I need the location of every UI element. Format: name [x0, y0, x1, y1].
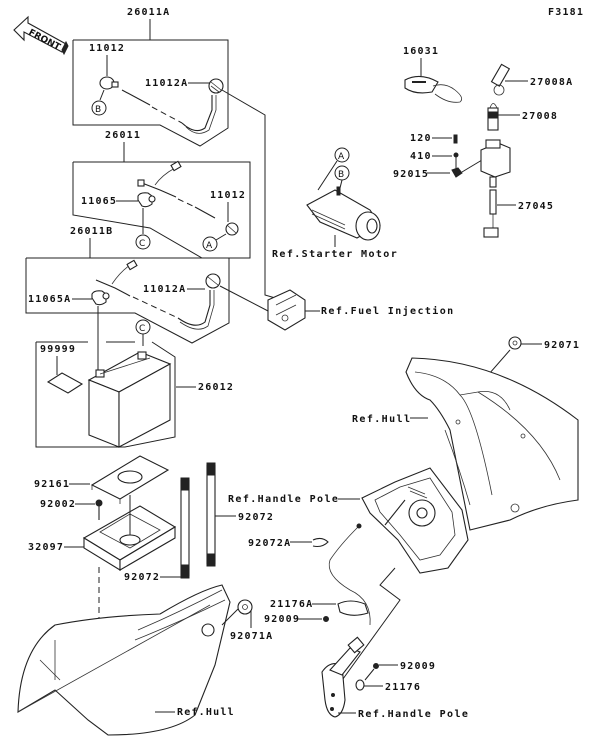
cover-92161	[90, 455, 170, 504]
ref-starter-motor: Ref.Starter Motor	[272, 249, 398, 260]
clip-92072A	[312, 537, 329, 548]
label-26011: 26011	[105, 130, 141, 141]
label-92072A: 92072A	[248, 538, 291, 549]
strap-92072-left	[180, 477, 190, 579]
terminal-cap-11012A-mid	[205, 273, 221, 289]
label-11012A-top: 11012A	[145, 78, 188, 89]
marker-b-top	[91, 100, 107, 116]
label-27008: 27008	[522, 111, 558, 122]
group-box-26011B	[25, 257, 230, 344]
cable-26011A	[121, 89, 217, 134]
svg-text:B: B	[95, 105, 101, 115]
label-410: 410	[410, 151, 432, 162]
marker-a-starter	[334, 147, 350, 163]
group-box-26011A	[72, 39, 229, 147]
label-ref-hull-bottom: Ref.Hull	[177, 707, 235, 718]
battery-26012	[87, 351, 172, 448]
svg-text:C: C	[139, 239, 145, 249]
handle-pole-plate	[361, 467, 469, 574]
ref-hull-right: Ref.Hull	[352, 414, 411, 425]
washer-410	[453, 152, 459, 158]
hull-lower-left	[17, 584, 231, 736]
label-16031: 16031	[403, 46, 439, 57]
label-11012-mid: 11012	[210, 190, 246, 201]
label-11065A: 11065A	[28, 294, 71, 305]
key-27008A	[490, 63, 511, 96]
label-92072-left: 92072	[124, 572, 160, 583]
label-92071: 92071	[544, 340, 580, 351]
terminal-cap-11012-mid	[225, 222, 239, 236]
boot-11065	[137, 192, 156, 208]
ref-handle-pole-top: Ref.Handle Pole	[228, 494, 339, 505]
screw-120	[453, 134, 458, 144]
figure-id: F3181	[548, 7, 584, 18]
label-92161: 92161	[34, 479, 70, 490]
label-32097: 32097	[28, 542, 64, 553]
cable-26011B	[95, 259, 215, 330]
label-99999: 99999	[40, 344, 76, 355]
ignition-switch-27045	[480, 139, 511, 238]
strap-92072-right	[206, 462, 216, 567]
label-21176A: 21176A	[270, 599, 313, 610]
boot-11065A	[91, 290, 110, 306]
terminal-cap-11012-top	[99, 76, 119, 90]
ref-handle-pole-bottom: Ref.Handle Pole	[358, 709, 469, 720]
nut-92015	[451, 167, 463, 178]
label-27045: 27045	[518, 201, 554, 212]
label-26011A: 26011A	[127, 7, 170, 18]
bracket-21176A	[337, 600, 369, 616]
screw-92009-b	[373, 663, 379, 669]
marker-c-mid	[135, 234, 151, 250]
label-92009-a: 92009	[264, 614, 300, 625]
label-92015: 92015	[393, 169, 429, 180]
lanyard-16031	[404, 75, 463, 103]
handle-pole-lower	[321, 636, 365, 718]
label-11012A-mid: 11012A	[143, 284, 186, 295]
label-26011B: 26011B	[70, 226, 113, 237]
cap-92071	[508, 336, 522, 350]
screw-92009-a	[323, 616, 329, 622]
terminal-cap-11012A-top	[208, 78, 224, 94]
label-92072-right: 92072	[238, 512, 274, 523]
label-92002: 92002	[40, 499, 76, 510]
key-27008	[487, 103, 499, 131]
bolt-92002	[95, 499, 103, 520]
label-27008A: 27008A	[530, 77, 573, 88]
svg-text:C: C	[139, 324, 145, 334]
label-11012-top: 11012	[89, 43, 125, 54]
cap-92071A	[237, 599, 253, 615]
svg-text:A: A	[206, 241, 213, 251]
svg-text:A: A	[338, 152, 345, 162]
marker-a-mid	[202, 236, 218, 252]
ref-fuel-injection: Ref.Fuel Injection	[321, 305, 455, 317]
hull-right	[405, 357, 579, 531]
label-11065: 11065	[81, 196, 117, 207]
front-arrow-icon: FRONT	[13, 15, 69, 56]
label-120: 120	[410, 133, 432, 144]
sticker-99999	[46, 372, 84, 394]
starter-motor	[306, 186, 381, 241]
label-92071A: 92071A	[230, 631, 273, 642]
svg-text:B: B	[338, 170, 344, 180]
label-21176: 21176	[385, 682, 421, 693]
collar-21176	[355, 679, 365, 691]
group-box-26012	[35, 341, 176, 448]
cable-26011	[137, 160, 216, 219]
group-box-26011	[72, 161, 251, 259]
label-92009-b: 92009	[400, 661, 436, 672]
label-26012: 26012	[198, 382, 234, 393]
fuel-injection-part	[267, 289, 306, 331]
cable-92072A	[328, 526, 371, 626]
